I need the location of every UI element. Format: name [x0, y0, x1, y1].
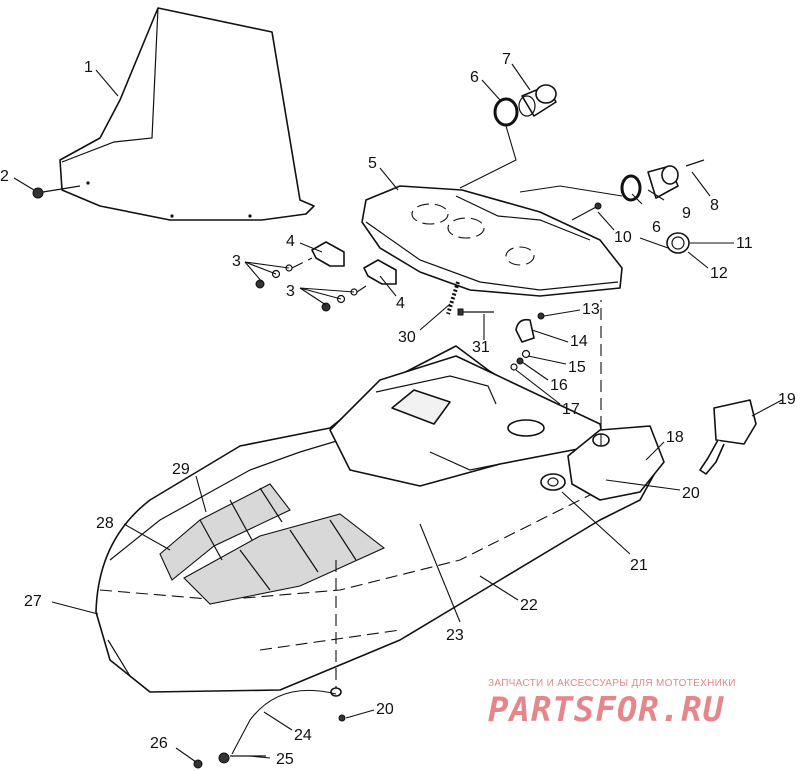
watermark-caption: ЗАПЧАСТИ И АКСЕССУАРЫ ДЛЯ МОТОТЕХНИКИ — [488, 678, 736, 689]
callout-17: 17 — [562, 401, 580, 418]
windshield-screw — [32, 185, 81, 199]
lower-cable — [193, 560, 346, 769]
callout-6a: 6 — [470, 69, 479, 86]
callout-19: 19 — [778, 391, 796, 408]
callout-25: 25 — [276, 751, 294, 768]
callout-20b: 20 — [376, 701, 394, 718]
callout-3a: 3 — [232, 253, 241, 270]
callout-8: 8 — [710, 197, 719, 214]
leader-lines — [13, 63, 783, 763]
callout-21: 21 — [630, 557, 648, 574]
console — [329, 355, 605, 487]
callout-10: 10 — [614, 229, 632, 246]
watermark-logo: PARTSFOR.RU — [488, 690, 725, 730]
side-panel — [540, 300, 665, 501]
mirror — [699, 399, 757, 475]
callout-27: 27 — [24, 593, 42, 610]
callout-3b: 3 — [286, 283, 295, 300]
gauge-upper — [459, 84, 557, 189]
callout-2: 2 — [0, 168, 9, 185]
callout-6b: 6 — [652, 219, 661, 236]
grille — [159, 483, 386, 605]
callout-24: 24 — [294, 727, 312, 744]
callout-31: 31 — [472, 339, 490, 356]
callout-13: 13 — [582, 301, 600, 318]
callout-9: 9 — [682, 205, 691, 222]
bracket-right — [321, 259, 397, 312]
callout-12: 12 — [710, 265, 728, 282]
gauge-right — [519, 159, 705, 202]
callout-28: 28 — [96, 515, 114, 532]
callout-labels: 1 2 3 3 4 4 5 6 6 7 8 9 10 11 12 13 14 1… — [0, 51, 796, 768]
callout-29: 29 — [172, 461, 190, 478]
windshield — [59, 7, 315, 221]
callout-4b: 4 — [396, 295, 405, 312]
panel-screw — [571, 202, 602, 221]
callout-1: 1 — [84, 59, 93, 76]
callout-22: 22 — [520, 597, 538, 614]
callout-4a: 4 — [286, 233, 295, 250]
callout-26: 26 — [150, 735, 168, 752]
instrument-panel — [361, 185, 623, 297]
callout-15: 15 — [568, 359, 586, 376]
bolt-31 — [457, 308, 494, 316]
callout-11: 11 — [736, 235, 753, 252]
callout-18: 18 — [666, 429, 684, 446]
callout-14: 14 — [570, 333, 588, 350]
callout-16: 16 — [550, 377, 568, 394]
callout-5: 5 — [368, 155, 377, 172]
indicator-light — [639, 232, 690, 254]
callout-23: 23 — [446, 627, 464, 644]
callout-30: 30 — [398, 329, 416, 346]
clamp-hardware — [510, 312, 545, 371]
callout-7: 7 — [502, 51, 511, 68]
callout-20a: 20 — [682, 485, 700, 502]
cable-tie — [446, 281, 460, 315]
